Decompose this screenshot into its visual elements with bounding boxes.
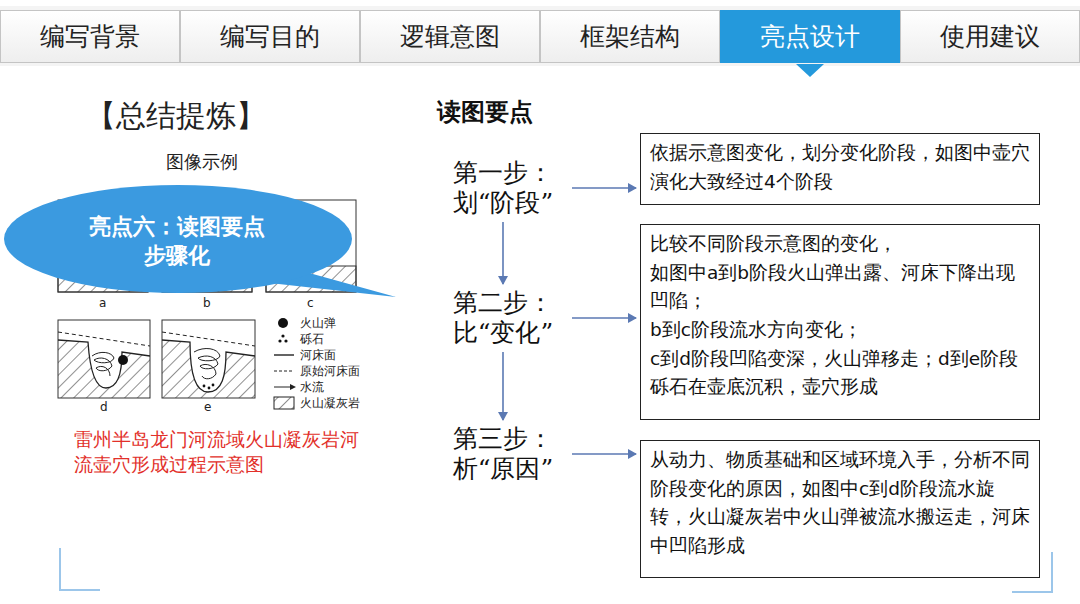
legend-samples <box>274 318 296 409</box>
step-label: 第三步： 析“原因” <box>440 424 566 484</box>
bubble-body <box>4 185 352 293</box>
node-text: 第二步： 比“变化” <box>443 288 563 348</box>
flow-arrow <box>572 187 636 189</box>
flow-arrow <box>572 317 636 319</box>
node-text: 从动力、物质基础和区域环境入手，分析不同阶段变化的原因，如图中c到d阶段流水旋转… <box>650 446 1030 561</box>
node-text: 比较不同阶段示意图的变化， <box>650 230 1030 259</box>
tab: 框架结构 <box>540 10 720 63</box>
panel-letter: b <box>203 296 211 310</box>
flow-arrow <box>572 453 636 455</box>
callout-bubble: 亮点六：读图要点步骤化 <box>2 183 398 301</box>
panel-letter: d <box>100 400 108 414</box>
node-text: 逻辑意图 <box>400 20 500 53</box>
node-text: 使用建议 <box>940 20 1040 53</box>
node-text: 编写背景 <box>40 20 140 53</box>
flow-arrow <box>502 222 504 284</box>
node-text: 第三步： 析“原因” <box>443 424 563 484</box>
node-text: 框架结构 <box>580 20 680 53</box>
tab: 编写背景 <box>0 10 180 63</box>
bubble-shape <box>2 183 398 301</box>
tab: 编写目的 <box>180 10 360 63</box>
legend-text: 原始河床面 <box>300 363 360 380</box>
tab-band <box>0 6 1080 66</box>
explain-box: 比较不同阶段示意图的变化，如图中a到b阶段火山弹出露、河床下降出现凹陷；b到c阶… <box>640 224 1040 420</box>
panel-e <box>162 320 255 400</box>
legend-text: 水流 <box>300 379 324 396</box>
tab-active: 亮点设计 <box>720 10 900 63</box>
section-title: 【总结提炼】 <box>86 96 266 137</box>
panel-letter: a <box>99 296 106 310</box>
legend-text: 火山凝灰岩 <box>300 395 360 412</box>
node-text: 依据示意图变化，划分变化阶段，如图中壶穴演化大致经过4个阶段 <box>650 139 1030 196</box>
panel-letter: e <box>204 400 211 414</box>
legend-text: 火山弹 <box>300 315 336 332</box>
node-text: 编写目的 <box>220 20 320 53</box>
flow-arrow <box>502 352 504 420</box>
step-label: 第二步： 比“变化” <box>440 288 566 348</box>
explain-box: 从动力、物质基础和区域环境入手，分析不同阶段变化的原因，如图中c到d阶段流水旋转… <box>640 440 1040 578</box>
explain-box: 依据示意图变化，划分变化阶段，如图中壶穴演化大致经过4个阶段 <box>640 133 1040 205</box>
step-label: 第一步： 划“阶段” <box>440 158 566 218</box>
node-text: 亮点六：读图要点步骤化 <box>82 213 272 270</box>
tab-pointer <box>796 64 824 77</box>
section-heading: 读图要点 <box>437 96 533 128</box>
tab: 逻辑意图 <box>360 10 540 63</box>
node-text: 如图中a到b阶段火山弹出露、河床下降出现凹陷； <box>650 259 1030 316</box>
legend-text: 砾石 <box>300 331 324 348</box>
node-text: 亮点设计 <box>760 20 860 53</box>
panel-d <box>58 320 150 400</box>
figure-heading: 图像示例 <box>166 150 238 174</box>
node-text: c到d阶段凹陷变深，火山弹移走；d到e阶段砾石在壶底沉积，壶穴形成 <box>650 345 1030 402</box>
figure-caption: 雷州半岛龙门河流域火山凝灰岩河流壶穴形成过程示意图 <box>74 428 374 478</box>
node-text: b到c阶段流水方向变化； <box>650 316 1030 345</box>
tab: 使用建议 <box>900 10 1080 63</box>
node-text: 第一步： 划“阶段” <box>443 158 563 218</box>
panel-letter: c <box>307 296 314 310</box>
legend-text: 河床面 <box>300 347 336 364</box>
